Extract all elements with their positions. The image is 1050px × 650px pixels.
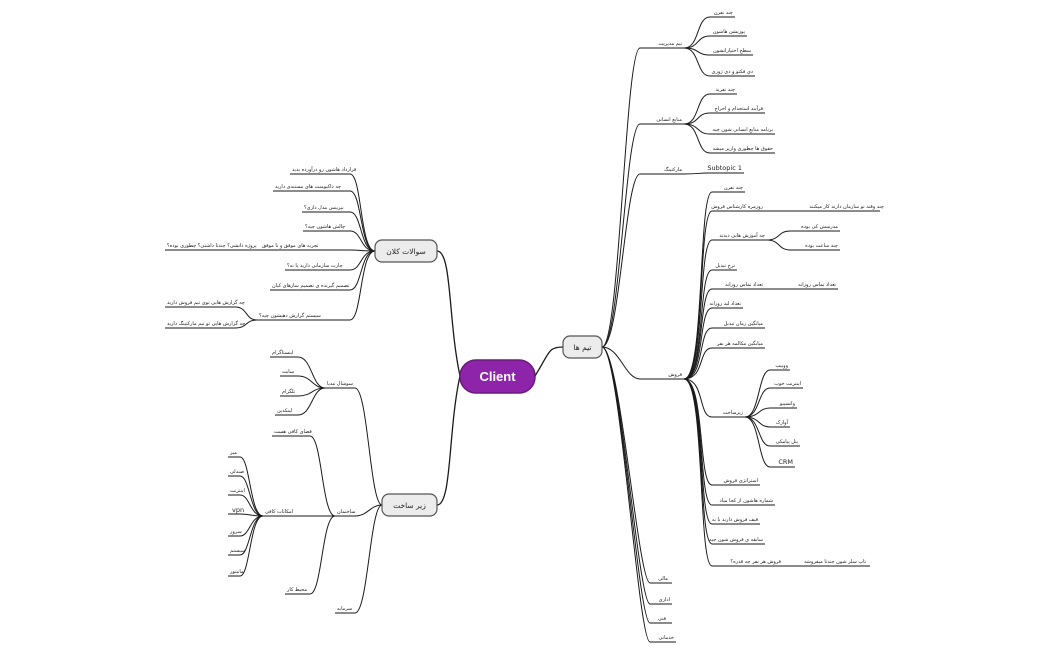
leaf-node[interactable]: تلگرام <box>282 388 296 395</box>
connectors <box>165 16 880 643</box>
leaf-node[interactable]: سطح اختیاراتشون <box>713 48 751 54</box>
node-marketing[interactable]: مارکتینگ <box>664 166 682 173</box>
leaf-node[interactable]: سیستم <box>230 548 245 554</box>
leaf-node[interactable]: چند وقته تو سازمان دارند کار میکنند <box>809 204 884 210</box>
leaf-node[interactable]: اینستاگرام <box>272 349 293 356</box>
leaf-node[interactable]: چند نفرن <box>724 185 743 191</box>
management-items: چند نفرن پوزیشن هاشون سطح اختیاراتشون دی… <box>712 10 753 75</box>
node-capital[interactable]: سرمایه <box>337 606 352 612</box>
leaf-node[interactable]: روزمره کارشناس فروش <box>711 204 763 210</box>
leaf-node[interactable]: چه گزارش هایی تو تیم مارکتینگ دارید <box>167 320 245 327</box>
leaf-node[interactable]: شماره هاشون از کجا میاد <box>720 498 773 504</box>
infrastructure-items: سوشال مدیا اینستاگرام سایت تلگرام لینکدی… <box>229 349 355 612</box>
node-finance[interactable]: مالی <box>658 576 668 582</box>
node-admin[interactable]: اداری <box>659 597 670 603</box>
leaf-node[interactable]: پنل پیامکی <box>776 439 799 445</box>
leaf-node[interactable]: Subtopic 1 <box>707 164 742 172</box>
leaf-node[interactable]: برنامه منابع انسانی شون چیه <box>712 127 773 133</box>
branch-infrastructure[interactable]: زیر ساخت <box>381 493 438 517</box>
leaf-node[interactable]: چالش هاشون چیه؟ <box>305 224 345 230</box>
leaf-node[interactable]: استراتژی فروش <box>723 478 758 484</box>
branch-questions[interactable]: سوالات کلان <box>374 239 438 263</box>
leaf-node[interactable]: تصمیم گیرنده ی تصمیم سازهای کیان <box>272 282 350 289</box>
node-sales-infra[interactable]: زیرساخت <box>723 410 744 416</box>
leaf-node[interactable]: چند نفرن <box>714 10 733 16</box>
leaf-node[interactable]: قرارداد هاشون رو درآورده بدید <box>292 166 357 173</box>
leaf-node[interactable]: حقوق ها چطوری واریز میشه <box>713 146 773 152</box>
leaf-node[interactable]: سیستم گزارش دهیشون چیه؟ <box>259 312 321 319</box>
node-building[interactable]: ساختمان <box>337 509 355 515</box>
leaf-node[interactable]: دی فکتو و دی ژوری <box>712 69 753 75</box>
leaf-node[interactable]: میانگین زمان تبدیل <box>724 320 764 327</box>
leaf-node[interactable]: لینکدین <box>277 408 293 414</box>
leaf-node[interactable]: چارت سازمانی دارید یا نه؟ <box>287 263 343 269</box>
branch-questions-label: سوالات کلان <box>386 247 426 256</box>
node-sales[interactable]: فروش <box>668 372 682 378</box>
branch-team-label: تیم ها <box>574 343 592 352</box>
leaf-node[interactable]: مانیتور <box>229 569 244 575</box>
root-label: Client <box>479 369 516 384</box>
leaf-node[interactable]: تعداد تماس روزانه <box>725 282 763 288</box>
leaf-node[interactable]: چند نفرند <box>715 87 735 93</box>
node-hr[interactable]: منابع انسانی <box>656 117 682 123</box>
leaf-node[interactable]: پروژه دانشی؟ چندتا داشتی؟ چطوری بوده؟ <box>167 243 257 249</box>
leaf-node[interactable]: اینترنت <box>230 488 245 494</box>
leaf-node[interactable]: تعداد تماس روزانه <box>798 282 836 288</box>
leaf-node[interactable]: چه گزارش هایی توی تیم فروش دارید <box>167 299 245 306</box>
sales-items: چند نفرن روزمره کارشناس فروش چند وقته تو… <box>709 185 884 565</box>
leaf-node[interactable]: چه آموزش هایی دیدند <box>719 232 765 239</box>
leaf-node[interactable]: فرآیند استخدام و اخراج <box>714 105 763 112</box>
node-equipment[interactable]: امکانات کافی <box>265 509 293 515</box>
leaf-node[interactable]: محیط کار <box>286 587 307 593</box>
leaf-node[interactable]: قیف فروش دارند یا نه <box>712 517 759 523</box>
leaf-node[interactable]: اینترنت خوب <box>774 381 801 387</box>
leaf-node[interactable]: پوزیشن هاشون <box>713 29 746 35</box>
leaf-node[interactable]: سابقه ی فروش شون چیه <box>709 537 763 543</box>
leaf-node[interactable]: سرور <box>229 529 242 535</box>
leaf-node[interactable]: ووییپ <box>775 363 788 369</box>
leaf-node[interactable]: چه داکیومنت های مستندی دارید <box>275 184 341 190</box>
leaf-node[interactable]: تعداد لید روزانه <box>709 301 741 307</box>
branch-infrastructure-label: زیر ساخت <box>393 501 426 510</box>
leaf-node[interactable]: تاپ سلر شون چندتا میفروشه <box>804 559 867 565</box>
leaf-node[interactable]: میانگین مکالمه هر نفر <box>716 340 763 347</box>
leaf-node[interactable]: فضای کافی هست <box>274 429 312 435</box>
node-services[interactable]: خدماتی <box>659 635 674 641</box>
team-subbranches: تیم مدیریت منابع انسانی مارکتینگ فروش ما… <box>656 41 682 641</box>
leaf-node[interactable]: vpn <box>232 506 244 514</box>
node-social[interactable]: سوشال مدیا <box>327 381 353 387</box>
leaf-node[interactable]: نرخ تبدیل <box>715 263 735 269</box>
leaf-node[interactable]: صندلی <box>230 469 244 475</box>
leaf-node[interactable]: فروش هر نفر چه قدره؟ <box>730 559 781 565</box>
leaf-node[interactable]: تجربه های موفق و نا موفق <box>262 243 319 249</box>
leaf-node[interactable]: مدرسش کی بوده <box>801 224 838 230</box>
node-management[interactable]: تیم مدیریت <box>658 41 682 47</box>
leaf-node[interactable]: بیزینس مدل داری؟ <box>304 205 344 211</box>
leaf-node[interactable]: سایت <box>282 369 294 375</box>
node-tech[interactable]: فنی <box>658 616 667 622</box>
leaf-node[interactable]: آوارک <box>776 419 789 426</box>
leaf-node[interactable]: واتسپیو <box>779 401 796 407</box>
questions-items: قرارداد هاشون رو درآورده بدید چه داکیومن… <box>167 166 357 327</box>
hr-items: چند نفرند فرآیند استخدام و اخراج برنامه … <box>712 87 773 152</box>
leaf-node[interactable]: چند ساعت بوده <box>805 243 838 249</box>
branch-team[interactable]: تیم ها <box>562 335 603 359</box>
root-node[interactable]: Client <box>459 359 536 394</box>
leaf-node[interactable]: CRM <box>778 458 793 466</box>
leaf-node[interactable]: میز <box>229 450 237 456</box>
